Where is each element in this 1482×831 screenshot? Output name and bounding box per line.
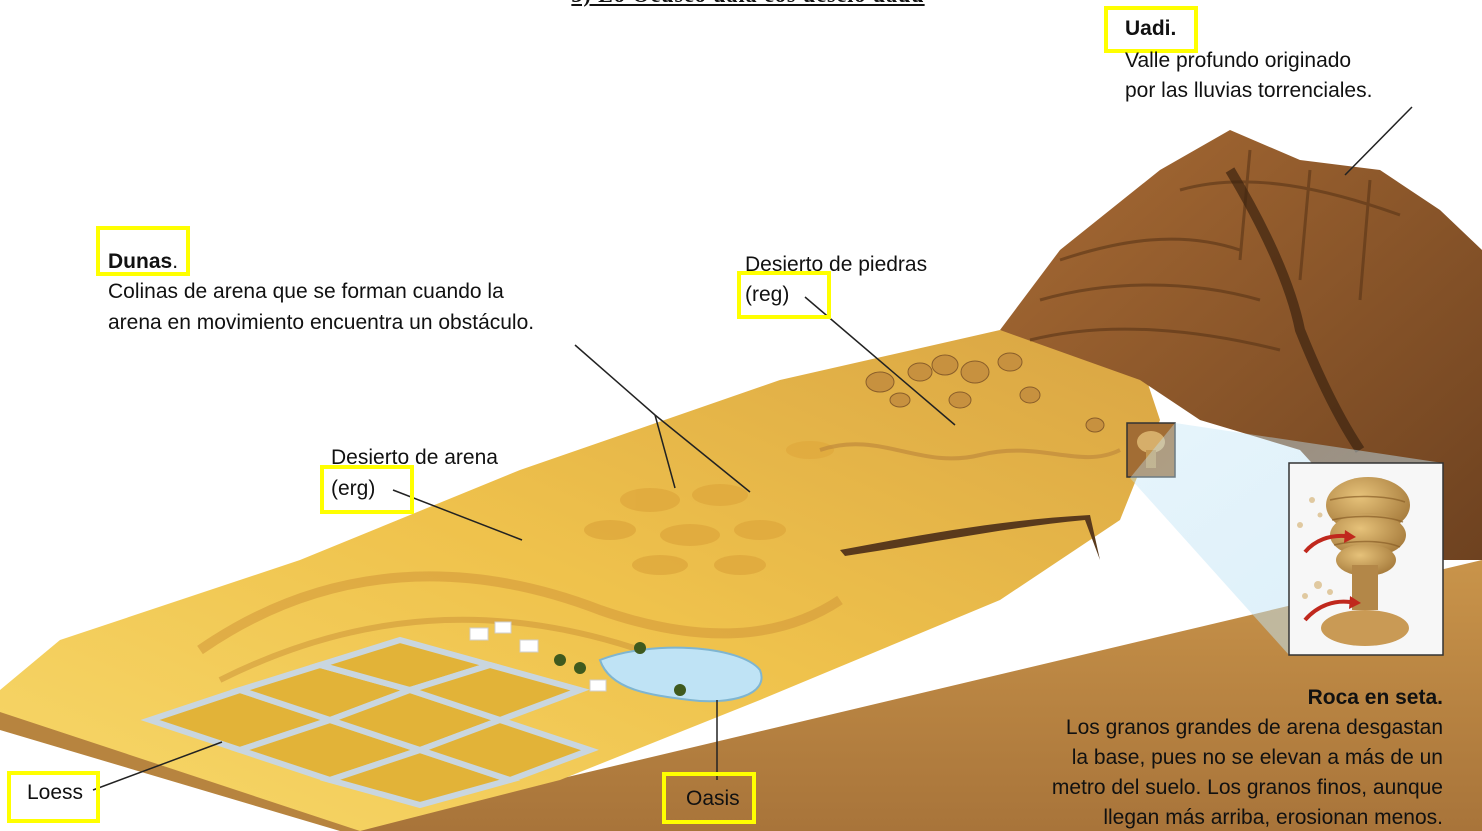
dunas-punct: . (172, 250, 179, 273)
gully (840, 515, 1100, 560)
uadi-desc-1: Valle profundo originado (1125, 49, 1352, 72)
roca-desc-1: Los granos grandes de arena desgastan (1065, 716, 1443, 739)
roca-desc-4: llegan más arriba, erosionan menos. (1103, 806, 1443, 829)
roca-desc-3: metro del suelo. Los granos finos, aunqu… (1051, 776, 1443, 799)
erg-line-2: (erg) (331, 477, 376, 500)
erg-highlight (320, 465, 414, 514)
dunas-highlight (96, 226, 190, 276)
roca-desc-2: la base, pues no se elevan a más de un (1071, 746, 1443, 769)
loess-fields (140, 636, 599, 809)
oasis-group (469, 621, 763, 703)
reg-stones (865, 352, 1105, 433)
leader-lines (92, 106, 1413, 791)
dunas-desc-1: Colinas de arena que se forman cuando la (108, 280, 504, 303)
loess-highlight (7, 771, 100, 823)
reg-line-1: Desierto de piedras (745, 253, 928, 276)
roca-title: Roca en seta. (1307, 686, 1443, 709)
oasis-palms (554, 642, 686, 696)
terrain-side (340, 560, 1482, 831)
uadi-highlight (1104, 6, 1198, 53)
reg-channels (819, 442, 1121, 461)
loess-label: Loess (27, 781, 84, 804)
uadi-title: Uadi. (1125, 17, 1177, 40)
dunas-title: Dunas. (108, 250, 179, 273)
uadi-valley (1225, 167, 1365, 453)
reg-line-2: (reg) (745, 283, 790, 306)
erg-line-1: Desierto de arena (331, 446, 498, 469)
oasis-label: Oasis (686, 787, 740, 810)
erg-ridge (197, 571, 843, 655)
dunas-desc-2: arena en movimiento encuentra un obstácu… (108, 311, 535, 334)
wind-arrow-top (1303, 533, 1346, 554)
header-title: 3) Lo Ocusco uaia cos ucscio uauu (468, 0, 1028, 8)
oasis-highlight (662, 772, 756, 824)
uadi-desc-2: por las lluvias torrenciales. (1125, 79, 1373, 102)
oasis-houses (469, 621, 607, 692)
oasis-water (598, 646, 763, 703)
mushroom-rock (1297, 477, 1410, 646)
uadi-strata (1029, 149, 1401, 352)
dunes (584, 441, 834, 575)
wind-arrow-bottom (1303, 599, 1351, 622)
reg-highlight (737, 271, 831, 319)
